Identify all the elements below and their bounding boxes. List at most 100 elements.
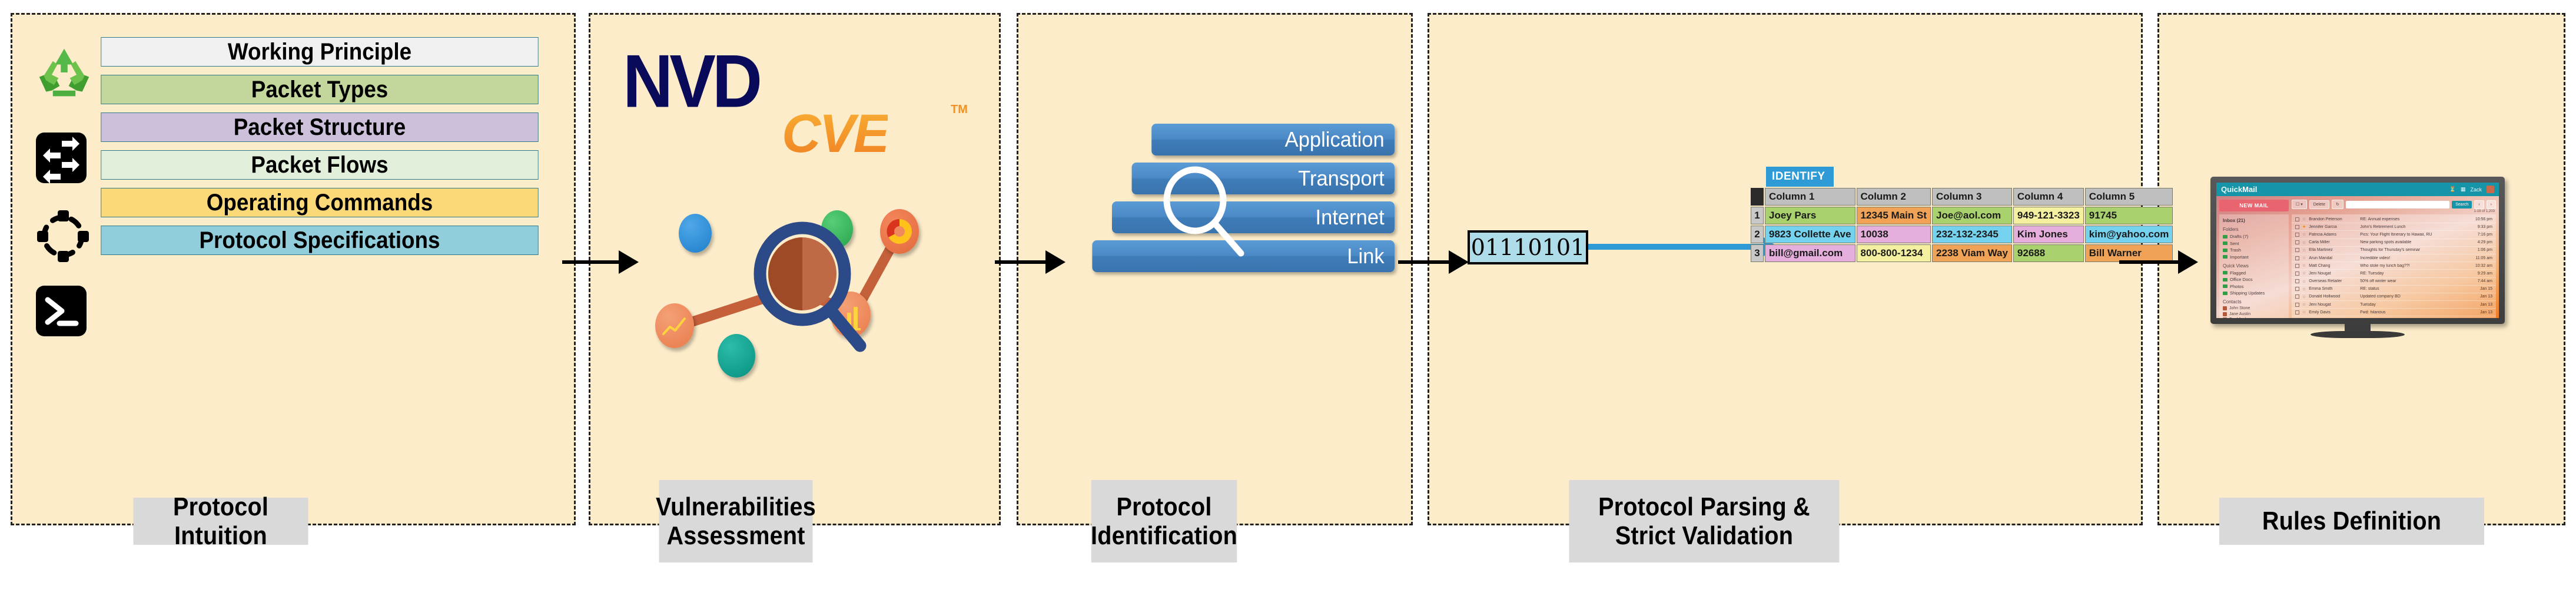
- star-icon[interactable]: ☆: [2302, 240, 2306, 245]
- contact-item[interactable]: John Stone: [2223, 306, 2285, 310]
- stage1-item-packet-types[interactable]: Packet Types: [101, 75, 539, 104]
- mail-list-item[interactable]: ☆Mimi HoyosThursday furniture sale! item…: [2292, 316, 2496, 318]
- mail-sender: Arun Mandal: [2309, 256, 2332, 260]
- mail-sidebar: NEW MAIL Inbox (21) Folders Drafts (7) S…: [2219, 200, 2289, 318]
- new-mail-button[interactable]: NEW MAIL: [2219, 200, 2289, 211]
- star-icon[interactable]: ☆: [2302, 303, 2306, 307]
- folder-item[interactable]: Sent: [2223, 241, 2285, 246]
- star-icon[interactable]: ☆: [2302, 279, 2306, 284]
- next-page-icon[interactable]: ›: [2486, 200, 2496, 209]
- star-icon[interactable]: ☆: [2302, 310, 2306, 315]
- mail-time: 9:29 am: [2477, 271, 2492, 276]
- stage1-item-working-principle[interactable]: Working Principle: [101, 37, 539, 67]
- select-checkbox[interactable]: [2295, 294, 2299, 299]
- mail-sender: Jeni Nougat: [2309, 271, 2331, 276]
- select-checkbox[interactable]: [2295, 302, 2299, 307]
- apps-grid-icon[interactable]: ▦: [2460, 186, 2466, 192]
- mail-subject: John's Retirement Lunch: [2360, 224, 2406, 229]
- folder-icon: [2223, 277, 2228, 282]
- stage-caption-protocol-parsing-validation: Protocol Parsing &Strict Validation: [1569, 480, 1840, 562]
- select-checkbox[interactable]: [2295, 310, 2299, 315]
- mail-subject: Thoughts for Thursday's seminar: [2360, 248, 2421, 253]
- quick-view-item[interactable]: Flagged: [2223, 270, 2285, 276]
- stage1-item-label: Packet Flows: [251, 151, 389, 178]
- mail-sender: Ella Martinez: [2309, 248, 2333, 253]
- select-checkbox[interactable]: [2295, 232, 2299, 237]
- select-checkbox[interactable]: [2295, 217, 2299, 221]
- cve-trademark-symbol: TM: [951, 103, 968, 116]
- dashed-circle-icon: [36, 209, 92, 266]
- star-icon[interactable]: ☆: [2302, 264, 2306, 269]
- folders-label[interactable]: Folders: [2223, 227, 2239, 232]
- inbox-label[interactable]: Inbox (21): [2223, 218, 2245, 223]
- star-icon[interactable]: ☆: [2302, 294, 2306, 299]
- stack-layer-internet[interactable]: Internet: [1112, 201, 1395, 233]
- select-checkbox[interactable]: [2295, 263, 2299, 268]
- mail-body: NEW MAIL Inbox (21) Folders Drafts (7) S…: [2216, 196, 2499, 318]
- folder-item[interactable]: Trash: [2223, 247, 2285, 253]
- star-icon[interactable]: ☆: [2302, 256, 2306, 261]
- quick-view-item[interactable]: Office Docs: [2223, 277, 2285, 282]
- stack-layer-application[interactable]: Application: [1151, 124, 1395, 155]
- stage1-item-protocol-specifications[interactable]: Protocol Specifications: [101, 226, 539, 255]
- quick-views-label[interactable]: Quick Views: [2223, 263, 2249, 269]
- mail-main: ☐ ▾ Delete ↻ Search ‹ › 1-16 of 1,203 ☆B…: [2292, 200, 2496, 318]
- select-checkbox[interactable]: [2295, 256, 2299, 260]
- select-checkbox[interactable]: [2295, 279, 2299, 284]
- prev-page-icon[interactable]: ‹: [2474, 200, 2484, 209]
- star-icon[interactable]: ☆: [2302, 217, 2306, 222]
- stage1-item-packet-flows[interactable]: Packet Flows: [101, 150, 539, 180]
- contact-item[interactable]: Jane Austin: [2223, 312, 2285, 316]
- folder-label: Drafts (7): [2230, 234, 2249, 239]
- star-icon[interactable]: ★: [2302, 225, 2306, 230]
- search-button[interactable]: Search: [2452, 200, 2472, 208]
- folder-icon: [2223, 241, 2228, 245]
- delete-button[interactable]: Delete: [2309, 200, 2329, 209]
- stage1-item-packet-structure[interactable]: Packet Structure: [101, 112, 539, 142]
- select-checkbox[interactable]: [2295, 240, 2299, 245]
- quick-view-item[interactable]: Photos: [2223, 284, 2285, 289]
- search-input[interactable]: [2345, 200, 2450, 208]
- select-checkbox[interactable]: [2295, 271, 2299, 276]
- mail-list-item[interactable]: ☆Ella Martinez Thoughts for Thursday's se…: [2292, 247, 2496, 254]
- star-icon[interactable]: ☆: [2302, 233, 2306, 237]
- table-header-cell: Column 2: [1856, 188, 1931, 206]
- select-all-checkbox[interactable]: ☐ ▾: [2292, 200, 2307, 209]
- stack-layer-link[interactable]: Link: [1092, 240, 1395, 272]
- avatar[interactable]: [2487, 186, 2494, 193]
- star-icon[interactable]: ☆: [2302, 248, 2306, 253]
- star-icon[interactable]: ☆: [2302, 272, 2306, 276]
- identify-badge: IDENTIFY: [1766, 167, 1834, 187]
- star-icon[interactable]: ☆: [2302, 287, 2306, 292]
- table-row: 3 bill@gmail.com 800-800-1234 2238 Viam …: [1751, 244, 2173, 262]
- notifications-icon[interactable]: ⏳: [2449, 186, 2456, 192]
- select-checkbox[interactable]: [2295, 287, 2299, 292]
- contacts-label[interactable]: Contacts: [2223, 299, 2242, 304]
- bubble-donut-chart-icon: [880, 209, 919, 254]
- stack-layer-label: Link: [1347, 244, 1385, 268]
- mail-sender: Jennifer Garcia: [2309, 224, 2337, 229]
- folder-icon: [2223, 255, 2228, 259]
- contact-item[interactable]: Paul Anderson: [2223, 317, 2285, 318]
- folder-item[interactable]: Drafts (7): [2223, 234, 2285, 239]
- select-checkbox[interactable]: [2295, 248, 2299, 253]
- folder-item[interactable]: Important: [2223, 254, 2285, 260]
- select-checkbox[interactable]: [2295, 224, 2299, 229]
- folder-label: Sent: [2230, 240, 2239, 246]
- stage1-item-operating-commands[interactable]: Operating Commands: [101, 188, 539, 217]
- quick-view-item[interactable]: Shipping Updates: [2223, 290, 2285, 296]
- refresh-icon[interactable]: ↻: [2331, 200, 2343, 209]
- table-cell: 232-132-2345: [1931, 226, 2012, 243]
